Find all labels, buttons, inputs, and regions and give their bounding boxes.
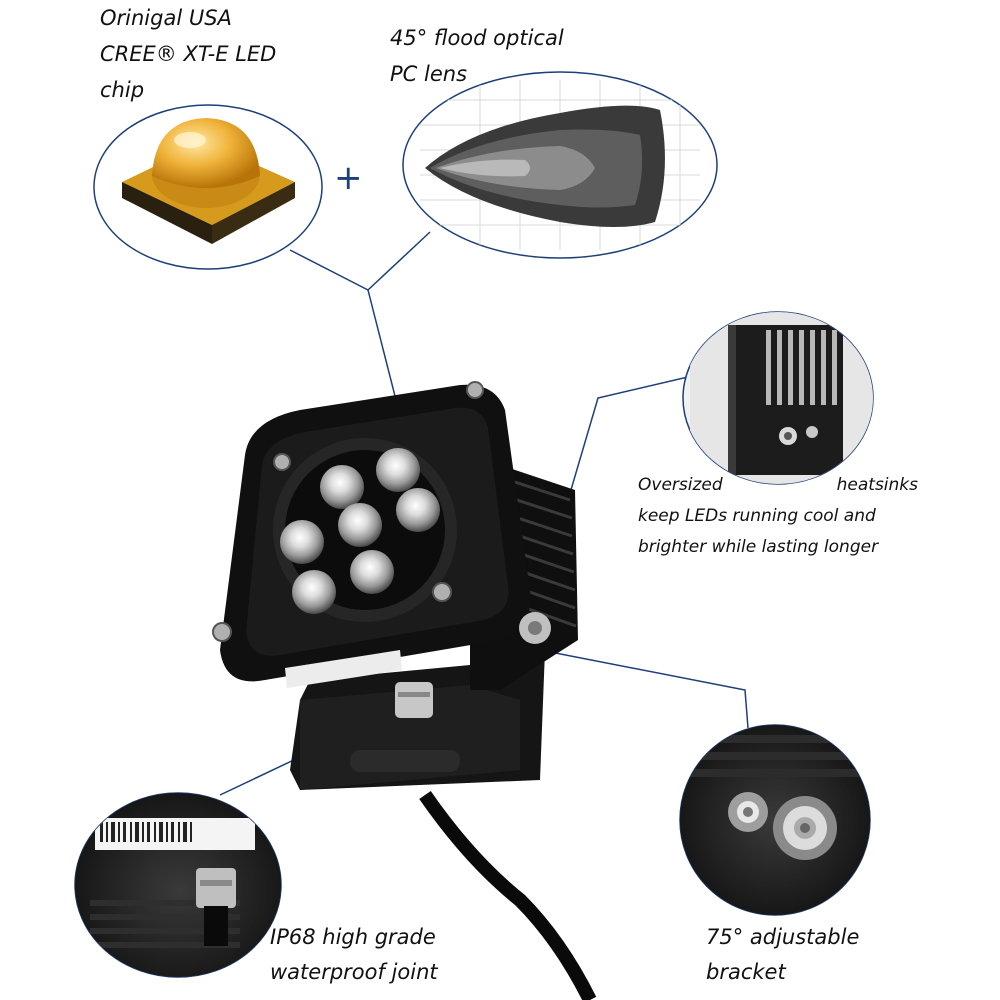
lens-label-line-2: PC lens <box>390 62 468 86</box>
led-array <box>280 448 440 614</box>
led-chip-callout <box>93 104 323 270</box>
lens-label-line-1: 45° flood optical <box>390 26 564 50</box>
led-chip-label-line-3: chip <box>100 78 145 102</box>
heatsink-label-line-1-left: Oversized <box>638 475 723 495</box>
heatsink-label-line-1: Oversized heatsinks <box>638 470 918 501</box>
lens-callout <box>402 71 718 259</box>
led-chip-label-line-1: Orinigal USA <box>100 6 232 30</box>
bracket-label-line-1: 75° adjustable <box>706 925 860 949</box>
waterproof-joint-callout <box>74 792 282 978</box>
waterproof-label-line-1: IP68 high grade <box>270 925 436 949</box>
waterproof-label-line-2: waterproof joint <box>270 960 438 984</box>
led-chip-label-line-2: CREE® XT-E LED <box>100 42 277 66</box>
bracket-label: 75° adjustable bracket <box>706 920 859 990</box>
led-chip-label: Orinigal USA CREE® XT-E LED chip <box>100 0 276 108</box>
heatsink-callout <box>682 311 874 485</box>
bracket-callout <box>679 724 871 916</box>
heatsink-label-line-2: keep LEDs running cool and <box>638 506 876 526</box>
waterproof-label: IP68 high grade waterproof joint <box>270 920 438 990</box>
heatsink-label-line-1-right: heatsinks <box>836 475 918 495</box>
lamp-body <box>212 381 597 1000</box>
heatsink-label: Oversized heatsinks keep LEDs running co… <box>638 470 918 563</box>
lens-label: 45° flood optical PC lens <box>390 20 564 92</box>
heatsink-label-line-3: brighter while lasting longer <box>638 537 879 557</box>
bracket-label-line-2: bracket <box>706 960 786 984</box>
plus-sign: + <box>334 158 363 198</box>
